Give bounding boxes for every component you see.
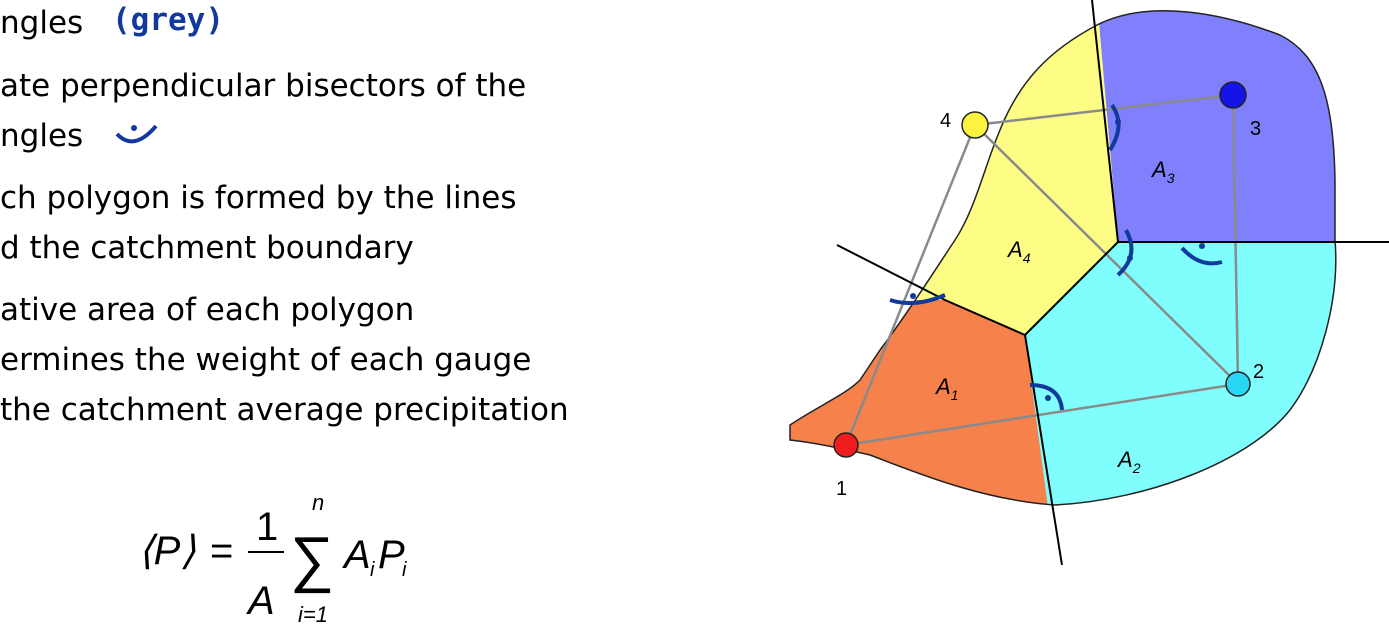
- formula-denominator: A: [246, 579, 275, 623]
- formula-sum-upper: n: [312, 490, 324, 515]
- gauge-3-marker: [1219, 81, 1247, 109]
- gauge-1-marker: [833, 432, 859, 458]
- formula-term-p: P: [378, 533, 405, 577]
- catchment-boundary: [789, 10, 1337, 506]
- handwritten-grey-annotation: (grey): [112, 2, 224, 38]
- region-a1: [790, 300, 1055, 506]
- bullet-line-5: d the catchment boundary: [0, 230, 414, 266]
- gauge-4-label: 4: [940, 110, 951, 132]
- gauge-4-marker: [961, 111, 989, 139]
- bisector-lines: [836, 0, 1389, 566]
- region-a3: [1097, 10, 1336, 242]
- formula-equals: =: [210, 529, 233, 573]
- area-label-a2: A2: [1116, 447, 1141, 476]
- area-label-a1: A1: [934, 374, 958, 403]
- gauge-3-label: 3: [1250, 118, 1261, 140]
- bullet-line-3: ngles: [0, 118, 84, 154]
- area-label-a3: A3: [1150, 157, 1175, 186]
- handwritten-dots: [910, 119, 1205, 401]
- area-label-a4: A4: [1006, 237, 1031, 266]
- thiessen-polygon-diagram: 1 2 3 4 A1 A2 A3 A4: [789, 0, 1389, 566]
- formula-term-a: A: [342, 533, 371, 577]
- gauge-2-marker: [1225, 371, 1251, 397]
- gauge-2-label: 2: [1253, 361, 1264, 383]
- formula-sum-lower: i=1: [298, 602, 328, 627]
- bullet-line-6: ative area of each polygon: [0, 292, 415, 328]
- bullet-text-block: ngles (grey) ate perpendicular bisectors…: [0, 0, 700, 520]
- formula-numerator: 1: [256, 505, 278, 549]
- bullet-line-2: ate perpendicular bisectors of the: [0, 68, 527, 104]
- bullet-line-4: ch polygon is formed by the lines: [0, 180, 517, 216]
- catchment-regions: [790, 10, 1336, 506]
- formula-subscript-a: i: [370, 559, 375, 581]
- bullet-line-1: ngles: [0, 5, 84, 41]
- gauge-1-label: 1: [836, 478, 847, 500]
- formula-subscript-p: i: [402, 559, 407, 581]
- handwritten-right-angle-marks: [889, 103, 1223, 411]
- formula-lhs: ⟨P⟩: [138, 529, 196, 573]
- handwritten-right-angle-mark: [115, 124, 158, 144]
- formula-sum-symbol: ∑: [290, 525, 334, 594]
- bullet-line-8: the catchment average precipitation: [0, 392, 569, 428]
- bullet-line-7: ermines the weight of each gauge: [0, 342, 532, 378]
- average-precipitation-formula: ⟨P⟩ = 1 A n ∑ i=1 A i P i: [138, 490, 407, 627]
